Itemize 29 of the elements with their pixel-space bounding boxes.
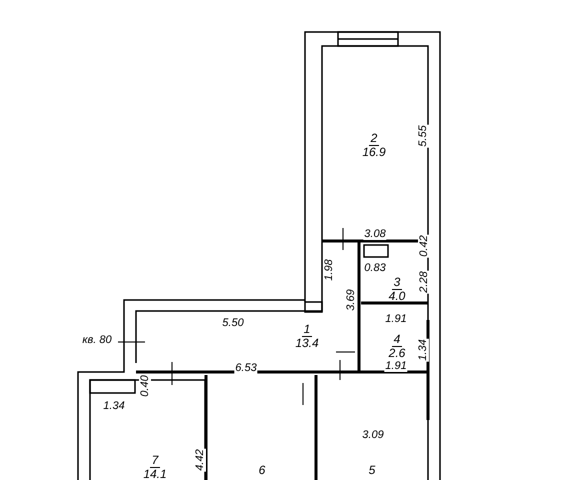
- room-number: 5: [368, 464, 376, 477]
- room-area-value: 14.1: [142, 468, 168, 480]
- dimension-label: 1.98: [323, 258, 335, 282]
- dimension-label: 1.91: [384, 313, 408, 325]
- dimension-label: 1.34: [102, 400, 126, 412]
- room-area-value: 16.9: [361, 146, 387, 159]
- dimension-label: 0.83: [363, 262, 387, 274]
- room-number: 1: [302, 323, 312, 337]
- dimension-label: 4.42: [194, 448, 206, 472]
- dimension-label: 3.09: [361, 429, 385, 441]
- room-number: 3: [392, 276, 402, 290]
- room-number: 7: [150, 454, 160, 468]
- dimension-label: 3.08: [363, 228, 387, 240]
- room-area-value: 4.0: [388, 290, 406, 303]
- dimension-label: кв. 80: [81, 334, 113, 346]
- room-number: 2: [368, 132, 380, 146]
- dimension-label: 5.55: [417, 124, 429, 148]
- room-area-value: 2.6: [388, 347, 406, 360]
- dimension-label: 3.69: [345, 288, 357, 312]
- room-number: 4: [392, 333, 402, 347]
- dimension-label: 6.53: [234, 362, 258, 374]
- dimension-label: 5.50: [221, 317, 245, 329]
- room-area-value: 13.4: [294, 337, 320, 350]
- room-number: 6: [258, 464, 266, 477]
- dimension-label: 1.34: [417, 338, 429, 362]
- dimension-label: 0.42: [418, 234, 430, 258]
- dimension-label: 1.91: [384, 360, 408, 372]
- dimension-label: 2.28: [418, 270, 430, 294]
- dimension-label: 0.40: [139, 374, 151, 398]
